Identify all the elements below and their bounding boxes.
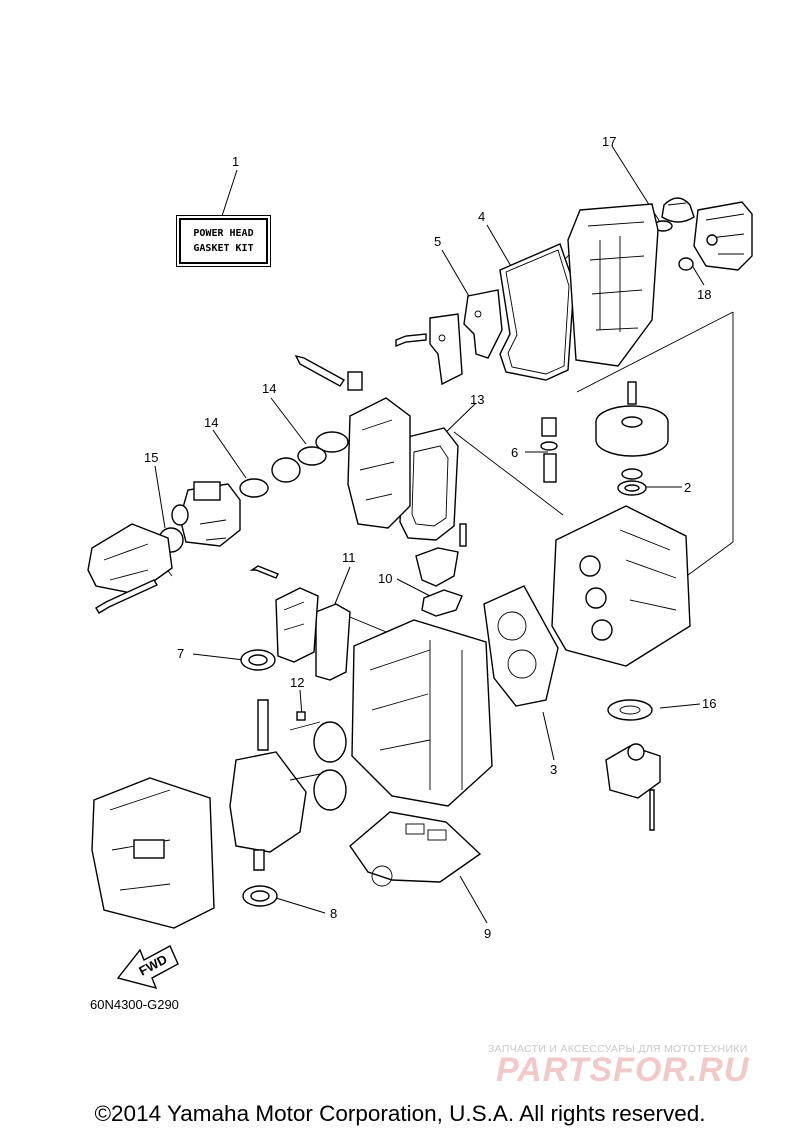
callout-14a: 14 xyxy=(262,381,276,396)
cylinder-head-cover xyxy=(567,203,659,367)
carburetor-gasket-14a xyxy=(297,446,327,466)
callout-numbers: 1 17 4 5 18 13 14 14 6 15 2 11 10 7 12 1… xyxy=(144,134,716,941)
callout-8: 8 xyxy=(330,906,337,921)
gasket-16 xyxy=(607,699,653,721)
callout-1: 1 xyxy=(232,154,239,169)
thermostat-cover xyxy=(415,523,467,587)
callout-6: 6 xyxy=(511,445,518,460)
exhaust-guide-gasket-9 xyxy=(349,811,482,887)
exhaust-bolt xyxy=(249,565,279,579)
head-cover-gasket xyxy=(499,243,575,381)
exhaust-cover-gasket-11 xyxy=(315,603,351,681)
callout-14b: 14 xyxy=(204,415,218,430)
breather-plate xyxy=(429,289,503,386)
thermostat-cap-6 xyxy=(540,417,558,483)
callout-15: 15 xyxy=(144,450,158,465)
callout-18: 18 xyxy=(697,287,711,302)
watermark-logo: PARTSFOR.RU xyxy=(496,1051,750,1089)
bolt-5 xyxy=(395,333,427,348)
oil-seal-8 xyxy=(242,885,278,907)
callout-3: 3 xyxy=(550,762,557,777)
fuel-pump xyxy=(693,201,753,271)
drawing-code: 60N4300-G290 xyxy=(90,997,179,1012)
thermostat-housing xyxy=(605,743,661,831)
kit-label-line2: GASKET KIT xyxy=(193,243,254,254)
flywheel xyxy=(595,381,669,480)
intake-gasket-13 xyxy=(399,427,459,541)
oil-seal-7 xyxy=(240,649,276,671)
intake-silencer xyxy=(87,523,173,595)
oil-filler-cap xyxy=(661,197,695,223)
callout-5: 5 xyxy=(434,234,441,249)
kit-label-line1: POWER HEAD xyxy=(193,228,254,239)
crankcase xyxy=(351,619,493,807)
callout-12: 12 xyxy=(290,675,304,690)
exhaust-cover xyxy=(275,587,319,663)
copyright-notice: ©2014 Yamaha Motor Corporation, U.S.A. A… xyxy=(94,1101,706,1126)
callout-16: 16 xyxy=(702,696,716,711)
callout-10: 10 xyxy=(378,571,392,586)
callout-9: 9 xyxy=(484,926,491,941)
gasket-10 xyxy=(421,589,463,617)
watermark-tagline: ЗАПЧАСТИ И АКСЕССУАРЫ ДЛЯ МОТОТЕХНИКИ xyxy=(488,1043,748,1055)
carburetor-gasket-14b xyxy=(239,478,269,498)
cylinder-head-gasket xyxy=(483,585,559,707)
intake-manifold xyxy=(294,354,411,529)
fwd-arrow-icon xyxy=(116,945,179,990)
power-head-gasket-kit-label: POWER HEAD GASKET KIT xyxy=(176,215,271,267)
callout-4: 4 xyxy=(478,209,485,224)
insulator-14 xyxy=(271,457,301,483)
callout-13: 13 xyxy=(470,392,484,407)
dowel-pin-12 xyxy=(296,711,306,721)
crankshaft-pistons xyxy=(229,699,347,871)
carburetor xyxy=(171,481,241,547)
upper-casing xyxy=(91,777,215,929)
callout-17: 17 xyxy=(602,134,616,149)
cylinder-head xyxy=(551,505,691,667)
watermark: ЗАПЧАСТИ И АКСЕССУАРЫ ДЛЯ МОТОТЕХНИКИ PA… xyxy=(488,1043,788,1090)
callout-2: 2 xyxy=(684,480,691,495)
callout-7: 7 xyxy=(177,646,184,661)
o-ring-18 xyxy=(678,257,694,271)
silencer-bolt xyxy=(95,579,159,614)
callout-11: 11 xyxy=(342,550,356,565)
oil-seal-2 xyxy=(617,480,647,496)
